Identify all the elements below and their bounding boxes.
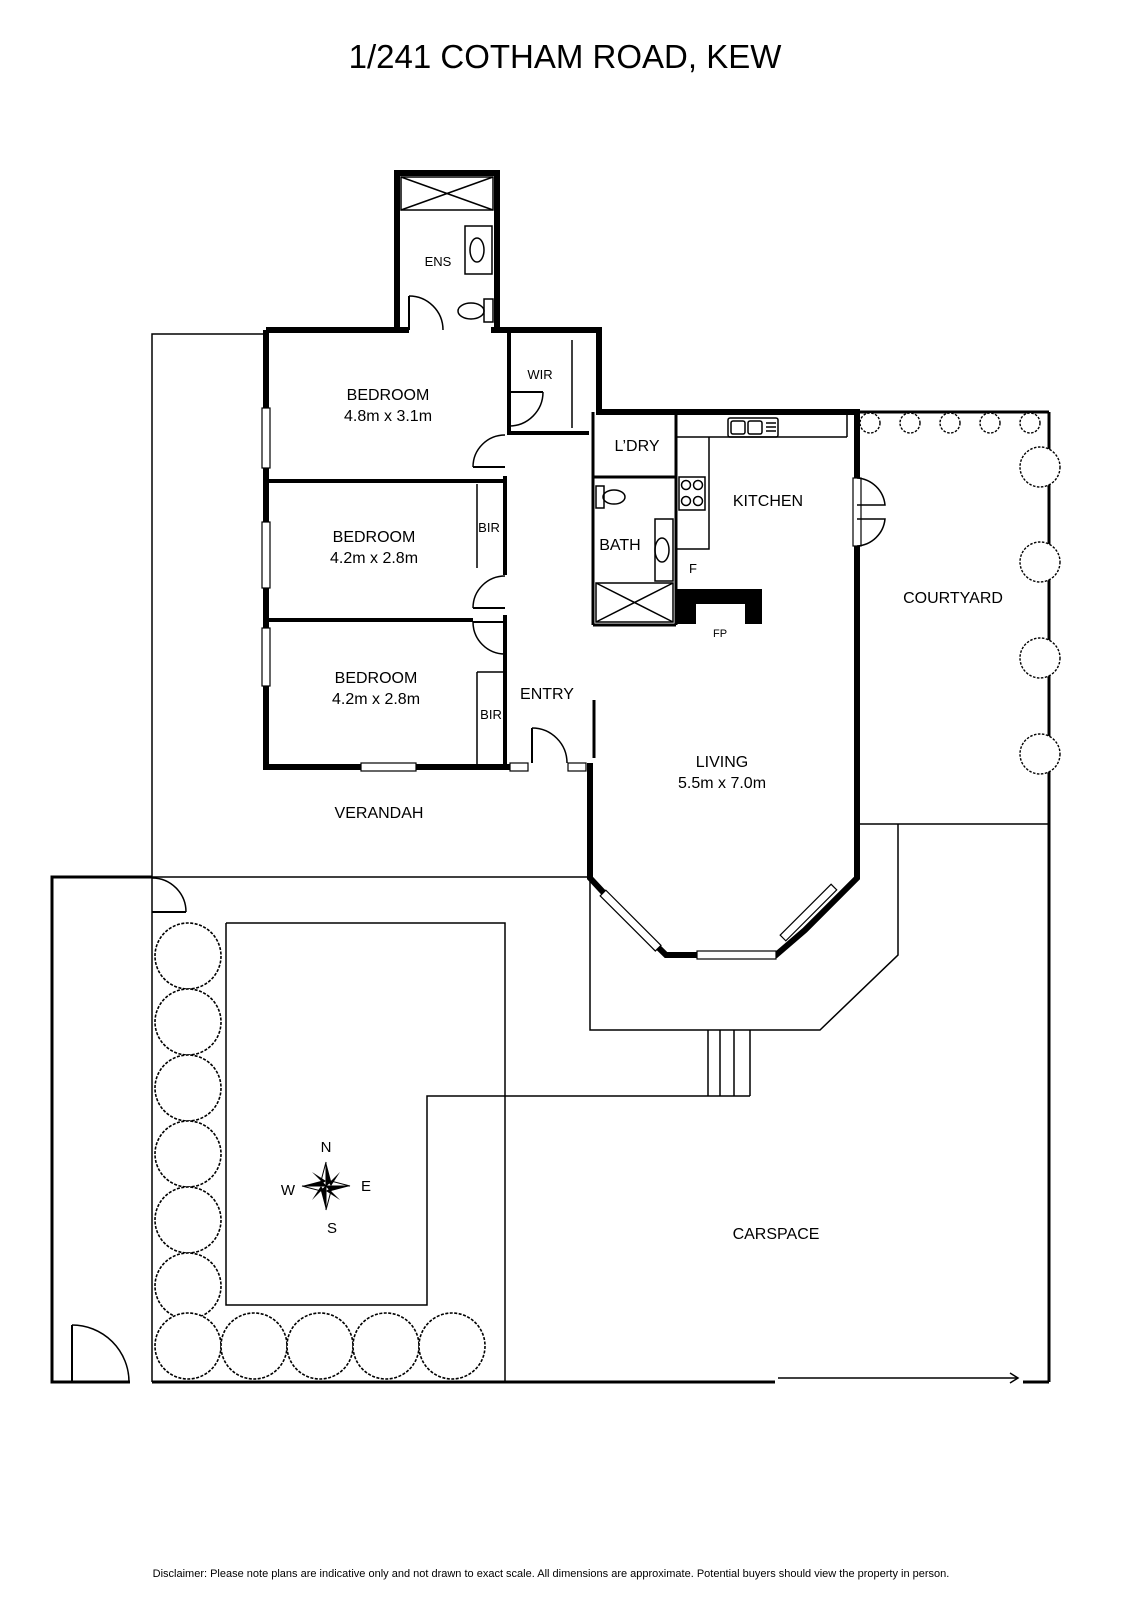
- verandah-gate-door: [151, 877, 187, 913]
- fixtures: [400, 176, 779, 623]
- fridge-label: F: [689, 561, 697, 576]
- compass-east: E: [361, 1178, 371, 1195]
- doors: [408, 295, 886, 764]
- laundry-label: L’DRY: [614, 438, 659, 455]
- living-size: 5.5m x 7.0m: [678, 775, 766, 792]
- bedroom-1-label: BEDROOM: [347, 387, 430, 404]
- bedroom-1-size: 4.8m x 3.1m: [344, 408, 432, 425]
- compass-rose: [301, 1161, 351, 1211]
- entry-label: ENTRY: [520, 686, 574, 703]
- bir-1-label: BIR: [478, 520, 500, 535]
- courtyard-plants: [859, 412, 1061, 775]
- compass-north: N: [321, 1139, 332, 1156]
- living-label: LIVING: [696, 754, 748, 771]
- bir-2-label: BIR: [480, 707, 502, 722]
- fireplace-label: FP: [713, 628, 727, 640]
- bedroom-2-label: BEDROOM: [333, 529, 416, 546]
- garden-gate-door: [71, 1324, 130, 1383]
- bath-label: BATH: [599, 537, 640, 554]
- courtyard-label: COURTYARD: [903, 590, 1003, 607]
- bedroom-3-size: 4.2m x 2.8m: [332, 691, 420, 708]
- kitchen-label: KITCHEN: [733, 493, 803, 510]
- disclaimer-text: Disclaimer: Please note plans are indica…: [153, 1568, 950, 1580]
- wir-label: WIR: [527, 367, 552, 382]
- garden-hedge: [154, 922, 486, 1380]
- ensuite-label: ENS: [425, 254, 452, 269]
- carspace-label: CARSPACE: [733, 1226, 820, 1243]
- bedroom-2-size: 4.2m x 2.8m: [330, 550, 418, 567]
- compass-south: S: [327, 1220, 337, 1237]
- plan-title: 1/241 COTHAM ROAD, KEW: [349, 38, 783, 75]
- house-walls: [263, 170, 860, 958]
- windows: [261, 407, 862, 960]
- compass-west: W: [281, 1182, 296, 1199]
- bedroom-3-label: BEDROOM: [335, 670, 418, 687]
- verandah-label: VERANDAH: [335, 805, 424, 822]
